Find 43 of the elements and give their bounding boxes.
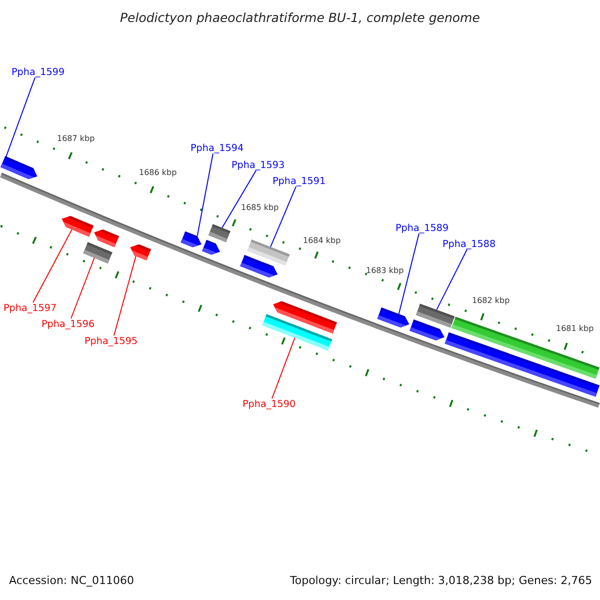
leader-line (222, 170, 256, 228)
gene-block (208, 224, 230, 242)
gene-label: Ppha_1591 (272, 176, 326, 187)
gene-label: Ppha_1593 (232, 160, 285, 171)
gene-label: Ppha_1588 (442, 238, 496, 250)
pointed-gene-block (202, 240, 220, 255)
genome-summary: Topology: circular; Length: 3,018,238 bp; Genes: 2,765 (290, 574, 592, 588)
title: Pelodictyon phaeoclathratiforme BU-1, complete genome (120, 11, 480, 26)
leader-line (398, 233, 420, 315)
gene-label: Ppha_1595 (84, 336, 138, 347)
leader-line (272, 337, 296, 399)
gene-label: Ppha_1597 (4, 302, 57, 314)
position-label: 1683 kbp (366, 266, 404, 275)
leader-line (6, 77, 36, 157)
accession-label: Accession: NC_011060 (9, 574, 134, 588)
gene-block (262, 314, 332, 350)
pointed-gene-block (130, 244, 151, 260)
gene-label: Ppha_1596 (42, 318, 95, 330)
gene-label: Ppha_1589 (396, 222, 449, 234)
gene-block (452, 316, 600, 379)
gene-block (247, 240, 290, 266)
position-label: 1686 kbp (139, 168, 177, 177)
gene-label: Ppha_1590 (242, 398, 296, 410)
gene-block (416, 304, 455, 328)
gene-label: Ppha_1599 (12, 66, 65, 78)
leader-line (70, 257, 95, 319)
pointed-gene-block (377, 308, 410, 328)
pointed-gene-block (180, 231, 202, 248)
gene-block (83, 242, 112, 264)
leader-line (436, 249, 468, 310)
pointed-gene-block (94, 229, 120, 248)
position-label: 1685 kbp (241, 202, 279, 212)
leader-line (196, 153, 214, 237)
leader-line (270, 186, 296, 248)
pointed-gene-block (0, 156, 38, 180)
position-label: 1682 kbp (472, 296, 510, 305)
position-label: 1687 kbp (57, 134, 95, 143)
position-label: 1681 kbp (556, 324, 594, 333)
leader-line (114, 256, 136, 336)
gene-label: Ppha_1594 (190, 142, 244, 154)
position-label: 1684 kbp (303, 236, 341, 245)
pointed-gene-block (62, 216, 94, 237)
leader-line (32, 229, 72, 303)
